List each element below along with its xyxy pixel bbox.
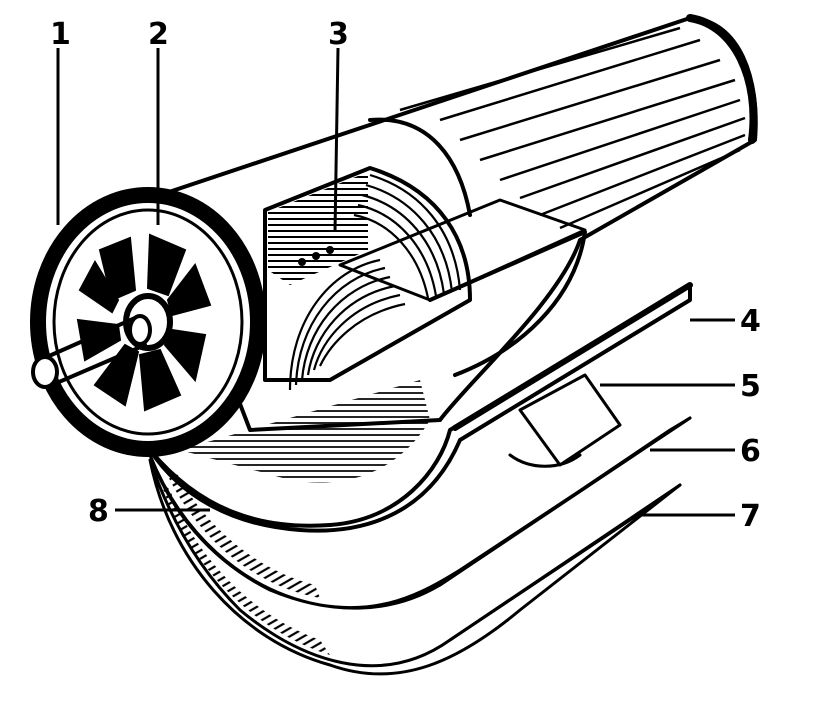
callout-8: 8	[88, 494, 109, 529]
housing-hatch	[399, 26, 746, 230]
spiral-membrane-cutaway	[263, 166, 587, 391]
callout-6: 6	[740, 434, 761, 469]
callout-5: 5	[740, 369, 761, 404]
callout-3: 3	[328, 17, 349, 52]
outer-sheet-7	[148, 458, 682, 676]
callout-2: 2	[148, 17, 169, 52]
end-cap-spokes	[76, 233, 212, 412]
leader-3	[333, 47, 340, 233]
callout-1: 1	[50, 17, 71, 52]
permeate-tube	[31, 314, 152, 389]
leader-lines	[56, 47, 735, 517]
spacer-sheet-5	[508, 373, 622, 468]
tube-perforations	[298, 246, 334, 266]
callout-7: 7	[740, 499, 761, 534]
cylinder-housing	[158, 14, 758, 432]
membrane-layers	[288, 173, 462, 391]
callout-4: 4	[740, 304, 761, 339]
lower-shell	[148, 282, 693, 533]
